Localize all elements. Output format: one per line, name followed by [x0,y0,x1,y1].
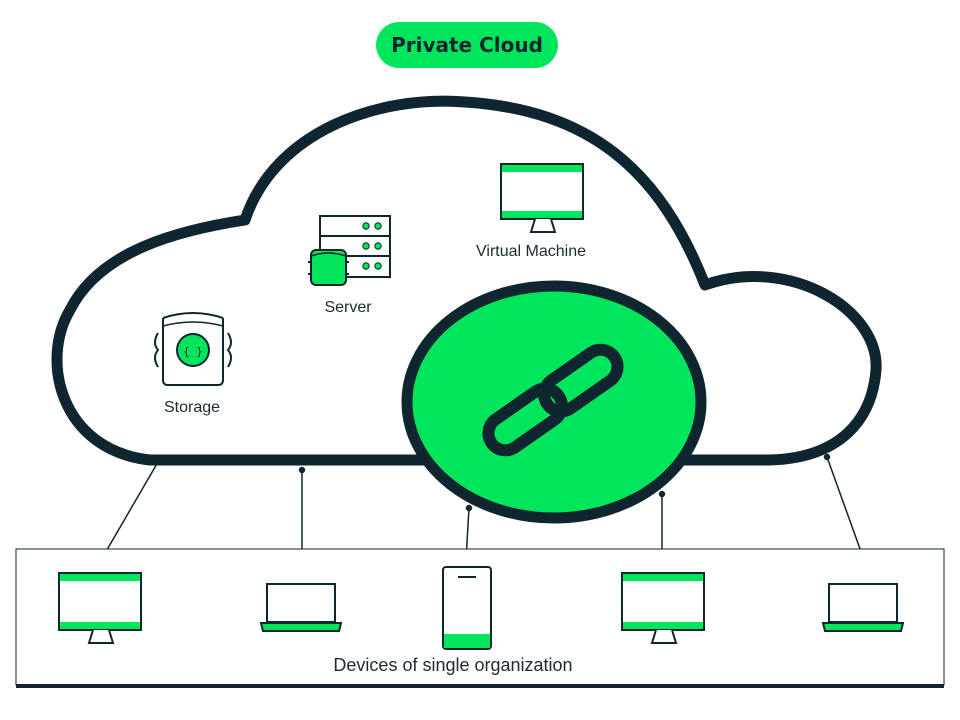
device-laptop-1-icon [259,583,343,632]
storage-icon: { } [154,312,232,386]
server-icon [308,215,391,286]
server-label: Server [324,299,372,316]
device-monitor-2-icon [621,572,705,644]
vm-label: Virtual Machine [476,243,586,260]
vm-monitor-icon [500,163,584,233]
storage-glyph: { } [183,345,203,358]
device-phone-icon [442,566,492,650]
storage-label: Storage [164,399,220,416]
device-laptop-2-icon [821,583,905,632]
title-badge: Private Cloud [376,22,558,68]
title-text: Private Cloud [391,33,543,57]
devices-label: Devices of single organization [333,655,572,675]
device-monitor-1-icon [58,572,142,644]
link-hub [401,280,707,524]
chain-link-icon [482,343,624,457]
